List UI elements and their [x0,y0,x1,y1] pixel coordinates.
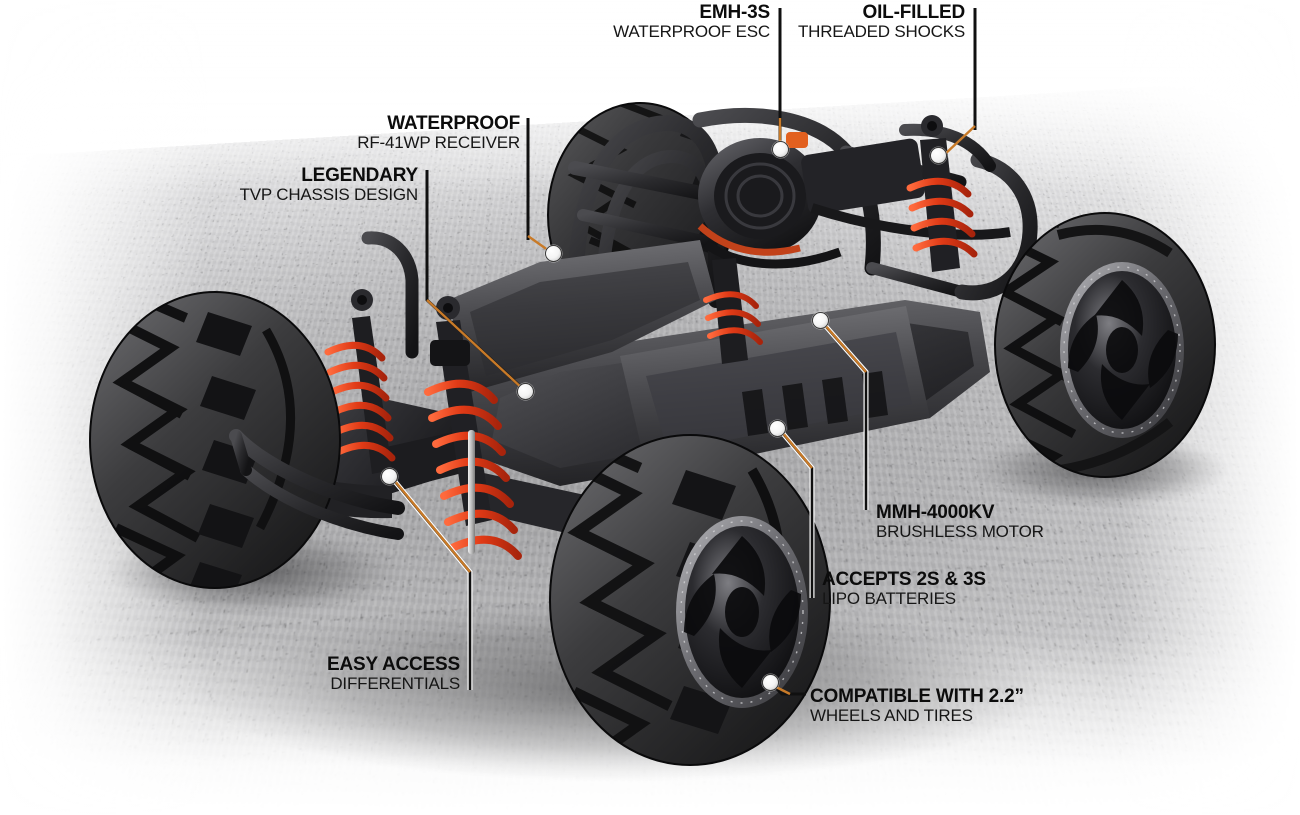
shock-rear-inner [703,258,763,364]
callout-label-compatible-2-2: COMPATIBLE WITH 2.2” WHEELS AND TIRES [810,687,1150,724]
callout-subtitle-compatible-2-2: WHEELS AND TIRES [810,706,973,725]
callout-title-emh-3s: EMH-3S [699,2,770,23]
callout-label-legendary: LEGENDARY TVP CHASSIS DESIGN [103,165,419,204]
callout-title-oil-filled: OIL-FILLED [862,2,966,23]
callout-dot-emh-3s[interactable] [772,141,789,158]
callout-label-waterproof: WATERPROOF RF-41WP RECEIVER [205,114,520,151]
callout-subtitle-oil-filled: THREADED SHOCKS [797,22,965,41]
callout-title-mmh-4000kv: MMH-4000KV [876,502,995,523]
esc-orange-cap [786,132,808,148]
callout-label-mmh-4000kv: MMH-4000KV BRUSHLESS MOTOR [876,503,1206,540]
shock-rear-right [906,115,978,272]
callout-title-compatible-2-2: COMPATIBLE WITH 2.2” [810,686,1024,707]
shock-shaft [468,430,475,554]
rim-spokes-rr [1068,280,1178,420]
callout-dot-accepts-2s-3s[interactable] [769,420,786,437]
callout-subtitle-legendary: TVP CHASSIS DESIGN [239,185,419,204]
callout-dot-mmh-4000kv[interactable] [812,312,829,329]
brushless-motor-esc [697,132,1011,269]
callout-dot-legendary[interactable] [517,383,534,400]
tire-front-right [549,434,831,766]
callout-dot-easy-access[interactable] [381,468,398,485]
callout-subtitle-easy-access: DIFFERENTIALS [330,674,460,693]
esc-cable [810,203,1011,240]
callout-title-legendary: LEGENDARY [301,165,418,186]
callout-dot-oil-filled[interactable] [930,147,947,164]
callout-title-waterproof: WATERPROOF [387,113,520,134]
callout-label-accepts-2s-3s: ACCEPTS 2S & 3S LIPO BATTERIES [822,570,1152,607]
callout-title-easy-access: EASY ACCESS [327,654,460,675]
callout-label-oil-filled: OIL-FILLED THREADED SHOCKS [650,3,965,40]
rim-spokes-fr [684,536,801,688]
front-cage-tubes [229,231,419,540]
callout-subtitle-mmh-4000kv: BRUSHLESS MOTOR [876,522,1044,541]
esc-body [801,138,925,215]
callout-dot-compatible-2-2[interactable] [762,674,779,691]
callout-subtitle-accepts-2s-3s: LIPO BATTERIES [822,589,956,608]
servo-block [382,430,474,490]
shock-front-left-inner [324,289,396,474]
callout-title-accepts-2s-3s: ACCEPTS 2S & 3S [822,569,986,590]
tire-front-left [89,291,341,589]
callout-label-easy-access: EASY ACCESS DIFFERENTIALS [145,655,460,692]
esc-wire-red [697,223,801,256]
callout-subtitle-emh-3s: WATERPROOF ESC [613,22,770,41]
callout-subtitle-waterproof: RF-41WP RECEIVER [357,133,520,152]
tire-rear-right [994,212,1216,478]
callout-label-emh-3s: EMH-3S WATERPROOF ESC [455,3,770,40]
callout-dot-waterproof[interactable] [545,245,562,262]
